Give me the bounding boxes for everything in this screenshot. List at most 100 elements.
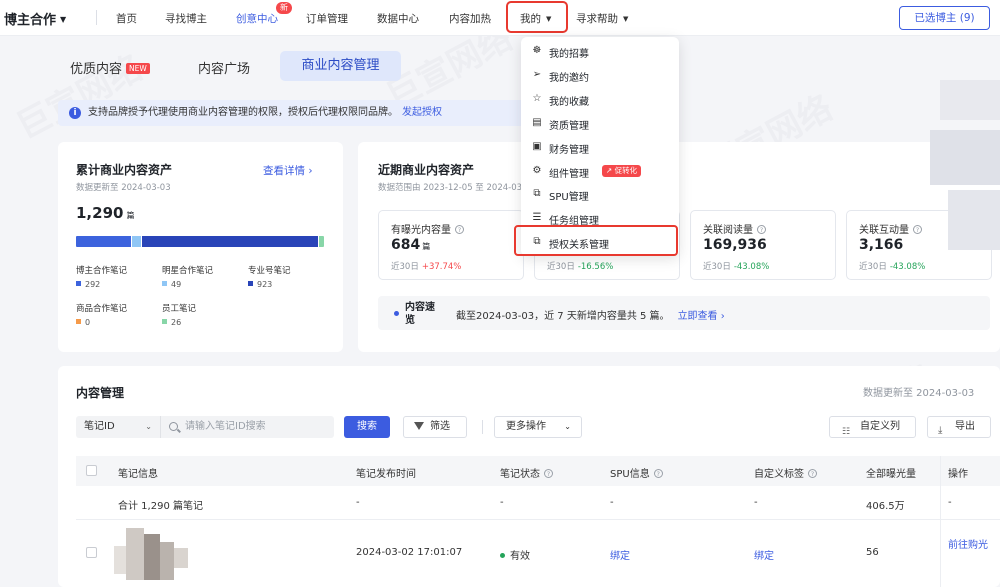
col-spu: SPU信息? <box>610 465 663 480</box>
nav-item-2[interactable]: 创意中心 <box>236 13 278 25</box>
search-button[interactable]: 搜索 <box>344 416 390 438</box>
initiate-auth-link[interactable]: 发起授权 <box>402 107 442 118</box>
chevron-down-icon: ⌄ <box>564 422 571 431</box>
nav-item-1[interactable]: 寻找博主 <box>165 13 207 25</box>
metric-label: 有曝光内容量? <box>391 221 464 236</box>
spu-icon: ⧉ <box>533 188 541 200</box>
metric-change: 近30日-16.56% <box>547 262 614 272</box>
nav-item-3[interactable]: 订单管理 <box>306 13 348 25</box>
legend-value: 49 <box>162 280 213 289</box>
recent-range: 数据范围由 2023-12-05 至 2024-03-03 <box>378 183 536 193</box>
export-button[interactable]: ⤓导出 <box>927 416 991 438</box>
dropdown-item-auth-relation[interactable]: ⧉授权关系管理 <box>521 231 679 254</box>
filter-button[interactable]: 筛选 <box>403 416 467 438</box>
col-status: 笔记状态? <box>500 465 553 480</box>
chevron-right-icon: › <box>308 165 313 177</box>
dropdown-item-document[interactable]: ▤资质管理 <box>532 116 589 132</box>
content-management-card: 内容管理 数据更新至 2024-03-03 笔记ID⌄ 请输入笔记ID搜索 搜索… <box>58 366 1000 587</box>
bar-segment <box>76 236 133 247</box>
search-input[interactable]: 请输入笔记ID搜索 <box>160 416 334 438</box>
dropdown-item-star[interactable]: ☆我的收藏 <box>532 92 589 108</box>
blurred-region <box>940 80 1000 120</box>
selected-creators-button[interactable]: 已选博主 (9) <box>899 6 990 30</box>
nav-item-0[interactable]: 首页 <box>116 13 137 25</box>
summary-status: - <box>500 497 504 508</box>
legend-value: 923 <box>248 280 291 289</box>
help-icon: ? <box>808 469 817 478</box>
col-publish-time: 笔记发布时间 <box>356 469 416 480</box>
nav-item-7[interactable]: 寻求帮助▼ <box>576 13 629 25</box>
table-row[interactable]: 2024-03-02 17:01:07 有效 绑定 绑定 56 前往购光 <box>76 520 1000 587</box>
handshake-icon: ☸ <box>532 45 542 56</box>
nav-new-badge: 新 <box>276 2 292 14</box>
row-checkbox[interactable] <box>86 547 97 558</box>
legend-swatch <box>162 319 167 324</box>
op-col-divider <box>940 520 1000 587</box>
go-boost-link[interactable]: 前往购光 <box>948 540 988 551</box>
overview-dot <box>394 311 399 316</box>
tab-content-plaza[interactable]: 内容广场 <box>198 62 251 77</box>
chevron-down-icon: ▼ <box>546 15 552 23</box>
wallet-icon: ▣ <box>532 140 542 152</box>
custom-columns-button[interactable]: ☷自定义列 <box>829 416 916 438</box>
dropdown-item-wallet[interactable]: ▣财务管理 <box>532 140 589 156</box>
dropdown-item-component[interactable]: ⚙组件管理↗ 促转化 <box>521 160 679 183</box>
chevron-down-icon: ▼ <box>623 15 629 23</box>
legend-swatch <box>162 281 167 286</box>
bar-segment <box>132 236 142 247</box>
toolbar-divider <box>482 420 483 434</box>
search-field-select[interactable]: 笔记ID⌄ <box>76 416 160 438</box>
dropdown-item-spu[interactable]: ⧉SPU管理 <box>521 183 679 206</box>
search-icon <box>169 422 178 431</box>
help-icon: ? <box>757 225 766 234</box>
dropdown-item-handshake[interactable]: ☸我的招募 <box>532 45 589 60</box>
bind-tag-link[interactable]: 绑定 <box>754 551 774 562</box>
summary-exposure: 406.5万 <box>866 501 905 512</box>
help-icon: ? <box>455 225 464 234</box>
content-overview: 内容速览 截至2024-03-03，近 7 天新增内容量共 5 篇。立即查看 › <box>378 296 990 330</box>
paper-plane-icon: ➢ <box>532 68 542 80</box>
notice-text: 支持品牌授予代理使用商业内容管理的权限，授权后代理权限同品牌。 <box>88 107 398 118</box>
summary-op: - <box>948 497 952 508</box>
overview-text: 截至2024-03-03，近 7 天新增内容量共 5 篇。立即查看 › <box>456 311 725 322</box>
bar-segment <box>318 236 324 247</box>
table-header: 笔记信息 笔记发布时间 笔记状态? SPU信息? 自定义标签? 全部曝光量 操作 <box>76 456 1000 486</box>
view-details-link[interactable]: 查看详情 › <box>263 165 313 177</box>
brand-menu[interactable]: 博主合作▼ <box>4 13 67 28</box>
table-summary-row: 合计 1,290 篇笔记 - - - - 406.5万 - <box>76 486 1000 520</box>
nav-divider <box>96 10 97 25</box>
nav-item-5[interactable]: 内容加热 <box>449 13 491 25</box>
nav-item-4[interactable]: 数据中心 <box>377 13 419 25</box>
dropdown-item-task[interactable]: ☰任务组管理 <box>532 212 599 228</box>
filter-icon <box>414 422 424 430</box>
view-now-link[interactable]: 立即查看 › <box>677 311 725 322</box>
metric-value: 3,166 <box>859 237 904 253</box>
col-actions: 操作 <box>948 469 968 480</box>
col-exposure: 全部曝光量 <box>866 469 916 480</box>
select-all-checkbox[interactable] <box>86 465 97 476</box>
nav-item-6[interactable]: 我的▼ <box>520 13 552 25</box>
status-dot <box>500 553 505 558</box>
component-icon: ⚙ <box>532 164 542 176</box>
info-icon: i <box>69 107 81 119</box>
bind-spu-link[interactable]: 绑定 <box>610 551 630 562</box>
row-exposure: 56 <box>866 547 879 558</box>
op-col-divider <box>940 486 1000 519</box>
metric-change: 近30日+37.74% <box>391 262 462 272</box>
tab-business-content[interactable]: 商业内容管理 <box>280 51 401 81</box>
metric-label: 关联互动量? <box>859 221 922 236</box>
content-updated: 数据更新至 2024-03-03 <box>863 388 975 399</box>
more-actions-button[interactable]: 更多操作⌄ <box>494 416 582 438</box>
legend-value: 292 <box>76 280 127 289</box>
dropdown-item-paper-plane[interactable]: ➢我的邀约 <box>532 68 589 84</box>
row-status: 有效 <box>500 547 530 562</box>
